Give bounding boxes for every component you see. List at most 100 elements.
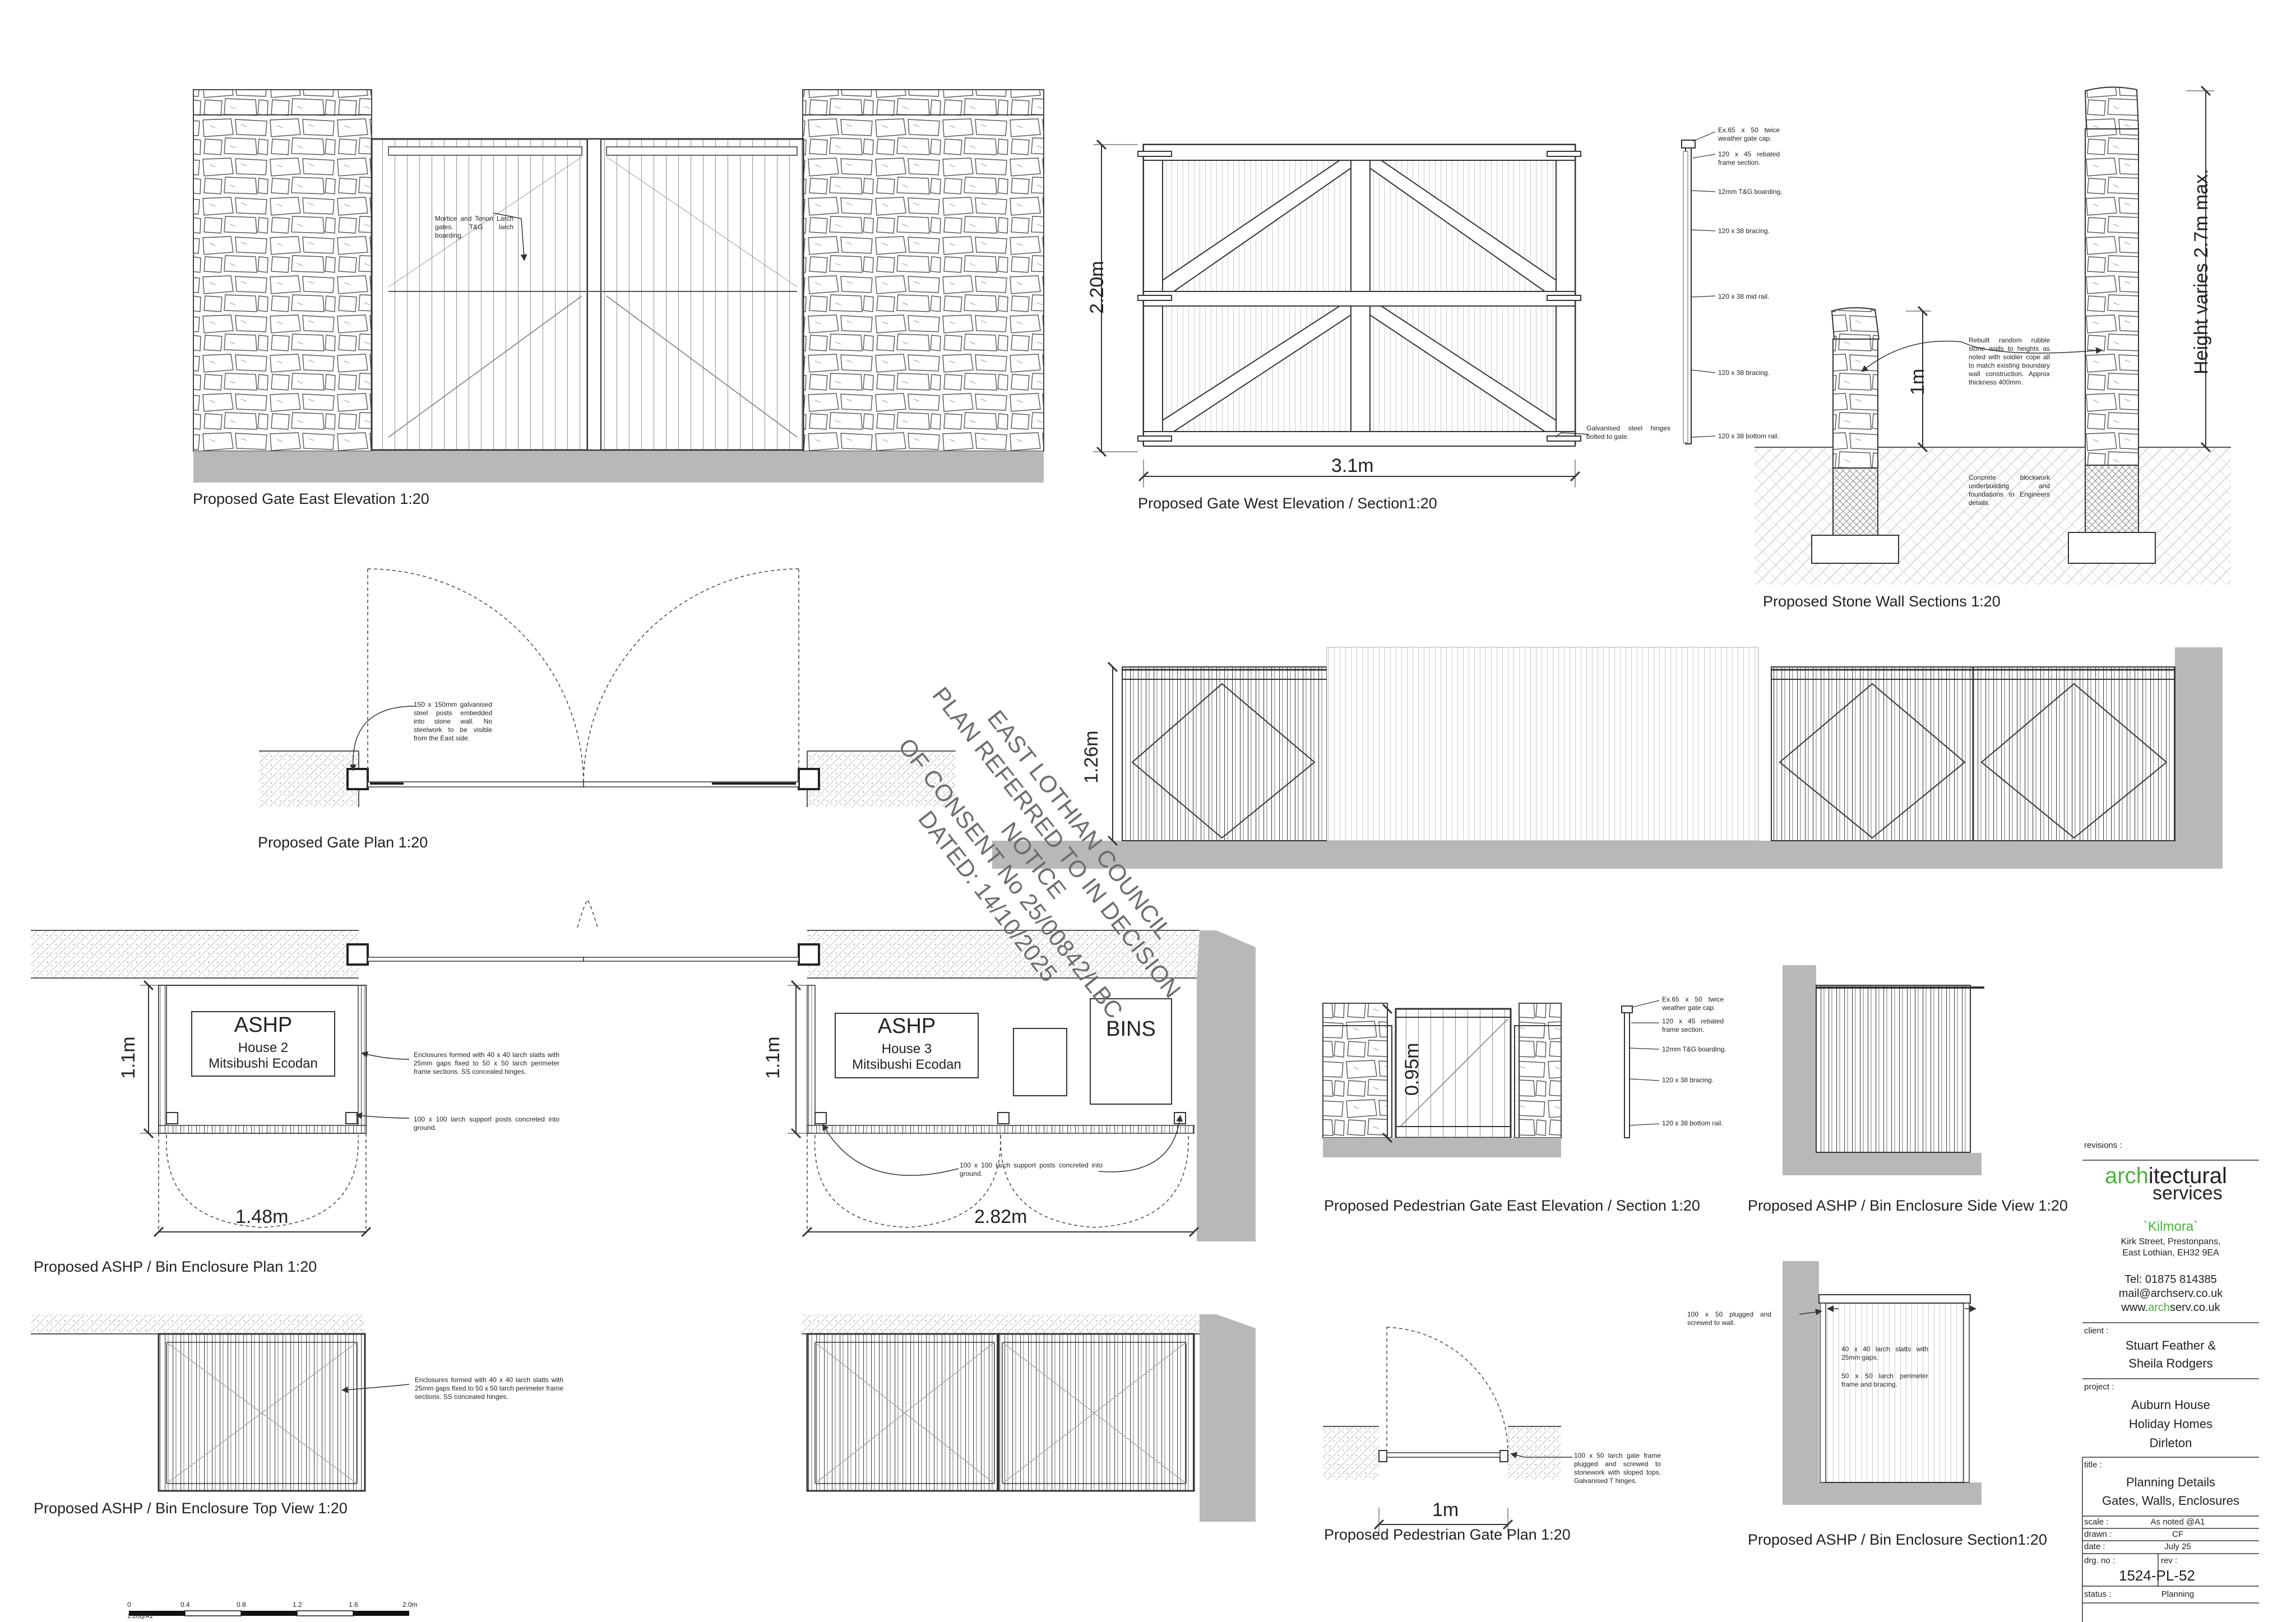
scale-tick-1: 0.4 [180,1601,190,1609]
title-ped-gate-plan: Proposed Pedestrian Gate Plan 1:20 [1324,1526,1571,1543]
note-bracing1: 120 x 38 bracing. [1718,227,1770,235]
tb-logo-services: services [2152,1183,2223,1204]
tb-drg-val: 1524-PL-52 [2119,1567,2195,1584]
dim-wall-low: 1m [1907,368,1928,395]
tb-drawn-label: drawn : [2084,1530,2112,1539]
stone-wall-sections [1755,85,2231,585]
note-frame: 120 x 45 rebated frame section. [1718,150,1780,166]
ashp-side-view [1783,965,1984,1175]
dim-wall-high: Height varies 2.7m max. [2191,169,2212,374]
ashp-right-house: House 3 [881,1041,932,1056]
tb-web: www.archserv.co.uk [2082,1301,2259,1314]
tb-logo-itectural: itectural [2148,1164,2227,1188]
dim-ashp-right-width: 2.82m [974,1206,1027,1227]
title-ashp-top-view: Proposed ASHP / Bin Enclosure Top View 1… [34,1500,348,1517]
tb-project1: Auburn House [2131,1398,2210,1412]
note-enclosure2: Enclosures formed with 40 x 40 larch sla… [415,1376,563,1401]
note-bracing2: 120 x 38 bracing. [1718,369,1770,377]
note-sec-plugged: 100 x 50 plugged and screwed to wall. [1687,1310,1771,1327]
dim-ped-gate-width: 1m [1432,1499,1459,1521]
tb-web-arch: arch [2148,1301,2170,1314]
scale-bar [129,1610,409,1616]
tb-client1: Stuart Feather & [2125,1338,2216,1352]
note-ped-frame: 120 x 45 rebated frame section. [1662,1017,1724,1034]
title-gate-east-elevation: Proposed Gate East Elevation 1:20 [193,490,429,507]
ped-gate-plan [1323,1327,1572,1533]
gate-west-elevation [1093,131,1716,488]
title-gate-plan: Proposed Gate Plan 1:20 [258,834,428,851]
scale-tick-3: 1.2 [293,1601,302,1609]
tb-drawn-val: CF [2172,1530,2183,1539]
note-cap: Ex.65 x 50 twice weather gate cap. [1718,126,1780,142]
tb-web-post: serv.co.uk [2170,1301,2220,1314]
ashp-right-model: Mitsibushi Ecodan [852,1057,961,1072]
ashp-plan [31,898,1256,1241]
gate-plan [259,568,956,807]
tb-logo-arch: arch [2105,1164,2149,1188]
tb-kilmora: `Kilmora` [2143,1219,2198,1234]
tb-project-label: project : [2084,1382,2114,1392]
note-blockwork: Concrete blockwork underbuilding and fou… [1969,474,2050,507]
tb-logo: architectural [2105,1165,2227,1187]
tb-status-label: status : [2084,1589,2112,1599]
tb-client2: Sheila Rodgers [2128,1356,2213,1370]
bins-label: BINS [1106,1017,1156,1041]
ashp-section [1783,1261,1982,1505]
scale-tick-5: 2.0m [402,1601,418,1609]
tb-title-label: title : [2084,1460,2102,1470]
ashp-left-model: Mitsibushi Ecodan [209,1056,318,1071]
tb-mail: mail@archserv.co.uk [2118,1287,2223,1300]
note-mortice: Mortice and Tenon Larch gates. T&G larch… [435,215,513,239]
note-ped-boarding: 12mm T&G boarding. [1662,1045,1726,1053]
dim-ashp-left-width: 1.48m [235,1206,289,1227]
note-sec-slatts: 40 x 40 larch slatts with 25mm gaps. [1841,1345,1928,1361]
tb-tel: Tel: 01875 814385 [2124,1273,2217,1286]
tb-project3: Dirleton [2149,1436,2192,1450]
tb-web-pre: www. [2121,1301,2149,1314]
ashp-left-house: House 2 [238,1040,289,1055]
tb-status-val: Planning [2161,1589,2195,1599]
note-ped-bracing: 120 x 38 bracing. [1662,1076,1714,1084]
note-boarding: 12mm T&G boarding. [1718,188,1783,196]
dim-gate-height: 2.20m [1086,261,1108,314]
note-sec-perimeter: 50 x 50 larch perimeter frame and bracin… [1841,1372,1928,1388]
scale-tick-2: 0.8 [237,1601,246,1609]
ashp-left-title: ASHP [234,1013,293,1037]
tb-addr2: East Lothian, EH32 9EA [2122,1248,2219,1258]
note-posts: 150 x 150mm galvanised steel posts embed… [414,701,492,742]
ashp-top-view [31,1314,1256,1522]
tb-addr1: Kirk Street, Prestonpans, [2121,1237,2221,1246]
gate-east-elevation [193,89,1044,483]
note-galv-hinges: Galvanised steel hinges bolted to gate. [1586,424,1670,441]
note-midrail: 120 x 38 mid rail. [1718,293,1770,300]
tb-rev-label: rev : [2161,1556,2178,1565]
title-stone-wall-sections: Proposed Stone Wall Sections 1:20 [1763,593,2001,610]
tb-title1: Planning Details [2126,1475,2215,1489]
note-ped-cap: Ex.65 x 50 twice weather gate cap. [1662,995,1724,1012]
note-ped-plan: 100 x 50 larch gate frame plugged and sc… [1574,1452,1661,1485]
fence-elevation [992,647,2223,869]
tb-title2: Gates, Walls, Enclosures [2102,1494,2239,1508]
scale-caption: 1:20@A1 [127,1613,154,1620]
tb-drg-label: drg. no : [2084,1556,2116,1565]
ashp-right-title: ASHP [877,1014,936,1038]
note-support1: 100 x 100 larch support posts concreted … [414,1115,559,1132]
tb-date-label: date : [2084,1542,2105,1551]
dim-ped-gate-height: 0.95m [1401,1042,1423,1096]
note-bottomrail: 120 x 38 bottom rail. [1718,432,1779,440]
tb-scale-label: scale : [2084,1517,2109,1527]
title-ped-gate-elevation: Proposed Pedestrian Gate East Elevation … [1324,1197,1700,1214]
ped-gate-elevation [1322,1000,1660,1157]
dim-gate-width: 3.1m [1331,455,1374,476]
title-block [2082,1160,2259,1622]
tb-project2: Holiday Homes [2128,1417,2213,1431]
note-enclosure1: Enclosures formed with 40 x 40 larch sla… [414,1051,559,1076]
tb-revisions-label: revisions : [2084,1141,2122,1150]
title-gate-west-elevation: Proposed Gate West Elevation / Section1:… [1138,495,1437,512]
dim-ashp-left-depth: 1.1m [118,1036,139,1079]
dim-ashp-right-depth: 1.1m [762,1036,784,1079]
tb-scale-val: As noted @A1 [2150,1517,2205,1527]
note-support2: 100 x 100 larch support posts concreted … [960,1161,1103,1178]
title-ashp-plan: Proposed ASHP / Bin Enclosure Plan 1:20 [34,1258,317,1275]
